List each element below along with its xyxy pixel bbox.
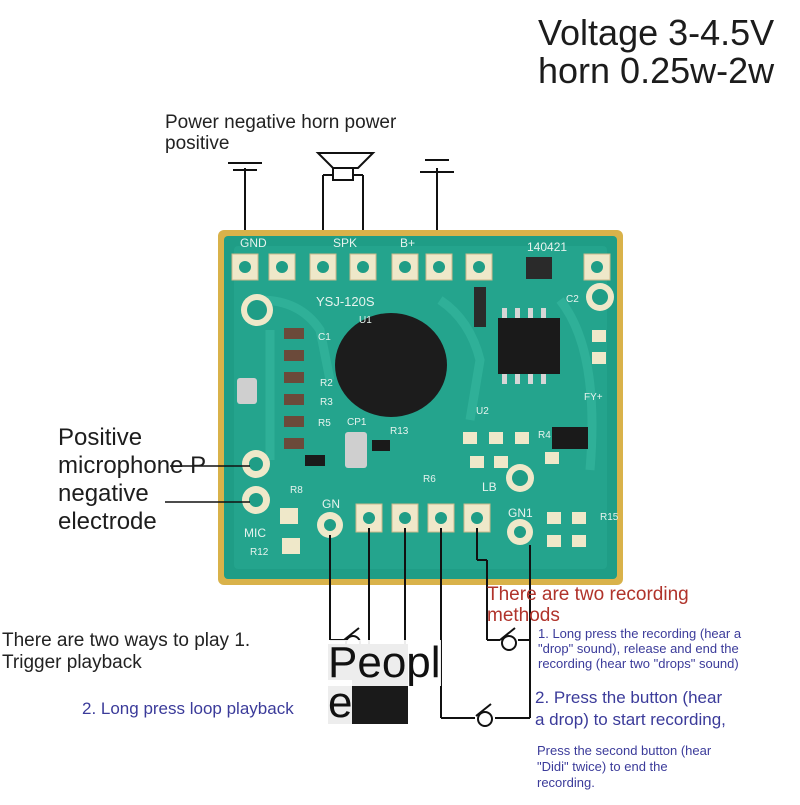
- top-pads: [231, 253, 611, 281]
- r15-label: R15: [600, 512, 619, 523]
- power-label-line1: Power negative horn power: [165, 112, 397, 133]
- mic-board-label: MIC: [244, 526, 266, 540]
- record-m1-line3: recording (hear two "drops" sound): [538, 656, 739, 671]
- r13-label: R13: [390, 426, 409, 437]
- r4-label: R4: [538, 430, 551, 441]
- power-label-line2: positive: [165, 133, 230, 154]
- u1-label: U1: [359, 315, 372, 326]
- horn-spec: horn 0.25w-2w: [538, 50, 775, 91]
- r12-label: R12: [250, 547, 269, 558]
- record-title-line2: methods: [487, 605, 560, 626]
- mic-wires: [165, 465, 250, 503]
- gnd-label: GND: [240, 236, 267, 250]
- record-title-line1: There are two recording: [487, 584, 689, 605]
- record-m2-line1: 2. Press the button (hear: [535, 688, 723, 707]
- pcb-board: [218, 230, 623, 585]
- spk-label: SPK: [333, 236, 358, 250]
- mic-label-line4: electrode: [58, 508, 157, 535]
- r6-label: R6: [423, 474, 436, 485]
- fy-label: FY+: [584, 392, 603, 403]
- gn1-label: GN1: [508, 506, 533, 520]
- date-label: 140421: [527, 240, 568, 254]
- r8-label: R8: [290, 485, 303, 496]
- r3-label: R3: [320, 397, 333, 408]
- c1-label: C1: [318, 332, 331, 343]
- gn-label: GN: [322, 497, 340, 511]
- r5-label: R5: [318, 418, 331, 429]
- play-label-line3: 2. Long press loop playback: [82, 699, 294, 718]
- record-m2-line4: "Didi" twice) to end the: [537, 759, 668, 774]
- record-m2-line3: Press the second button (hear: [537, 743, 712, 758]
- u2-label: U2: [476, 406, 489, 417]
- r2-label: R2: [320, 378, 333, 389]
- play-label-line2: Trigger playback: [2, 652, 142, 673]
- record-m2-line2: a drop) to start recording,: [535, 710, 726, 729]
- bottom-wires: [329, 528, 531, 719]
- mic-label-line3: negative: [58, 480, 149, 507]
- record-m2-line5: recording.: [537, 775, 595, 790]
- bplus-label: B+: [400, 236, 416, 250]
- model-label: YSJ-120S: [316, 294, 375, 309]
- mic-label-line2: microphone P: [58, 452, 207, 479]
- mic-pads: [242, 450, 300, 554]
- record-m1-line2: "drop" sound), release and end the: [538, 641, 739, 656]
- cp1-label: CP1: [347, 417, 367, 428]
- horn-icon: [315, 152, 376, 181]
- people-line2: e: [328, 678, 353, 727]
- voltage-spec: Voltage 3-4.5V: [538, 12, 775, 53]
- people-line1: Peopl: [328, 638, 441, 687]
- lb-label: LB: [482, 480, 497, 494]
- play-label-line1: There are two ways to play 1.: [2, 630, 251, 651]
- people-text: Peopl e: [328, 640, 458, 740]
- record-m1-line1: 1. Long press the recording (hear a: [538, 626, 742, 641]
- c2-label: C2: [566, 294, 579, 305]
- mic-label-line1: Positive: [58, 424, 143, 451]
